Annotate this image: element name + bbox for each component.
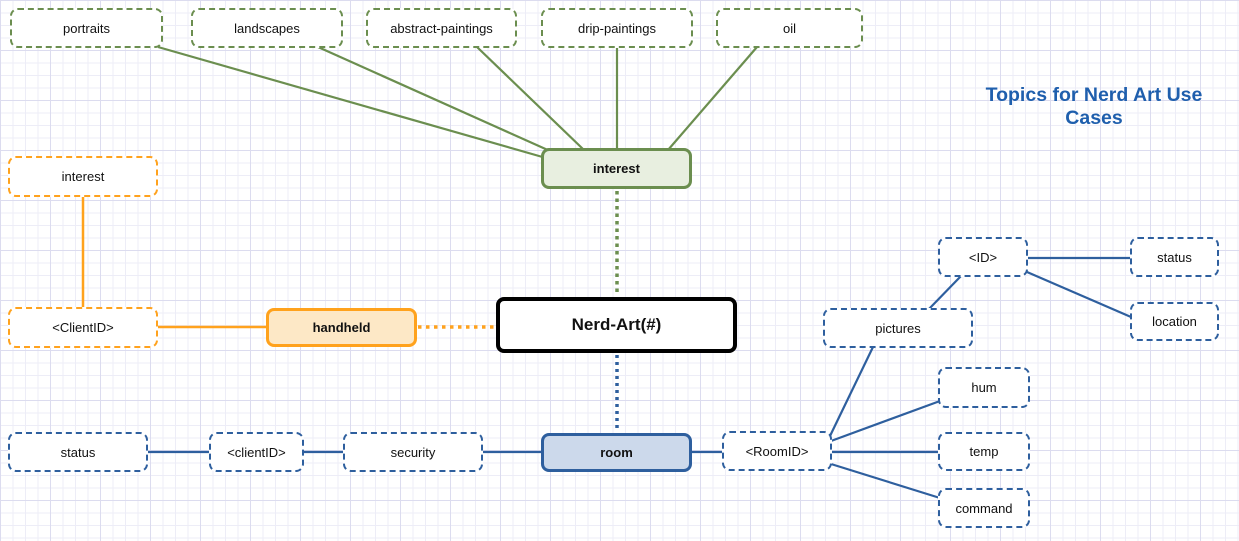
node-label: security	[390, 444, 436, 460]
node-label: <RoomID>	[745, 443, 809, 459]
node-status-client[interactable]: status	[8, 432, 148, 472]
node-label: command	[955, 500, 1013, 516]
node-label: temp	[969, 444, 999, 459]
node-label: status	[60, 444, 96, 460]
node-label: status	[1157, 249, 1192, 265]
edge-id-location	[1026, 270, 1132, 319]
node-label: abstract-paintings	[390, 20, 493, 36]
node-label: interest	[61, 169, 105, 184]
node-label: portraits	[63, 20, 110, 36]
node-nerd-art-root[interactable]: Nerd-Art(#)	[496, 297, 737, 353]
node-landscapes[interactable]: landscapes	[191, 8, 343, 48]
node-label: room	[600, 445, 633, 460]
edge-roomid-pictures	[829, 346, 874, 437]
node-temp[interactable]: temp	[938, 432, 1030, 471]
node-interest-handheld[interactable]: interest	[8, 156, 158, 197]
node-room[interactable]: room	[541, 433, 692, 472]
node-room-id[interactable]: <RoomID>	[722, 431, 832, 471]
edge-pictures-id	[927, 275, 962, 311]
node-label: location	[1152, 314, 1197, 329]
node-label: drip-paintings	[577, 20, 657, 36]
node-drip-paintings[interactable]: drip-paintings	[541, 8, 693, 48]
node-label: pictures	[875, 320, 921, 336]
node-label: oil	[782, 20, 796, 36]
node-security[interactable]: security	[343, 432, 483, 472]
node-location[interactable]: location	[1130, 302, 1219, 341]
node-label: handheld	[312, 320, 371, 335]
node-label: landscapes	[234, 20, 300, 36]
node-command[interactable]: command	[938, 488, 1030, 528]
node-status-id[interactable]: status	[1130, 237, 1219, 277]
node-id[interactable]: <ID>	[938, 237, 1028, 277]
node-client-id[interactable]: <ClientID>	[8, 307, 158, 348]
node-pictures[interactable]: pictures	[823, 308, 973, 348]
node-label: <clientID>	[227, 444, 286, 460]
diagram-title: Topics for Nerd Art Use Cases	[985, 84, 1203, 129]
node-portraits[interactable]: portraits	[10, 8, 163, 48]
node-interest-topic[interactable]: interest	[541, 148, 692, 189]
node-label: hum	[971, 380, 997, 395]
edge-roomid-hum	[830, 399, 941, 443]
node-label: <ID>	[968, 249, 998, 265]
edge-oil-interest	[667, 46, 758, 151]
edge-abstract-paintings-interest	[476, 46, 585, 151]
node-client-id-room[interactable]: <clientID>	[209, 432, 304, 472]
node-abstract-paintings[interactable]: abstract-paintings	[366, 8, 517, 48]
node-label: <ClientID>	[52, 320, 114, 335]
node-label: interest	[593, 161, 640, 176]
node-handheld[interactable]: handheld	[266, 308, 417, 347]
node-hum[interactable]: hum	[938, 367, 1030, 408]
edge-roomid-command	[830, 462, 941, 500]
edge-portraits-interest	[157, 45, 547, 160]
node-oil[interactable]: oil	[716, 8, 863, 48]
node-label: Nerd-Art(#)	[571, 315, 662, 334]
edge-landscapes-interest	[317, 45, 551, 153]
